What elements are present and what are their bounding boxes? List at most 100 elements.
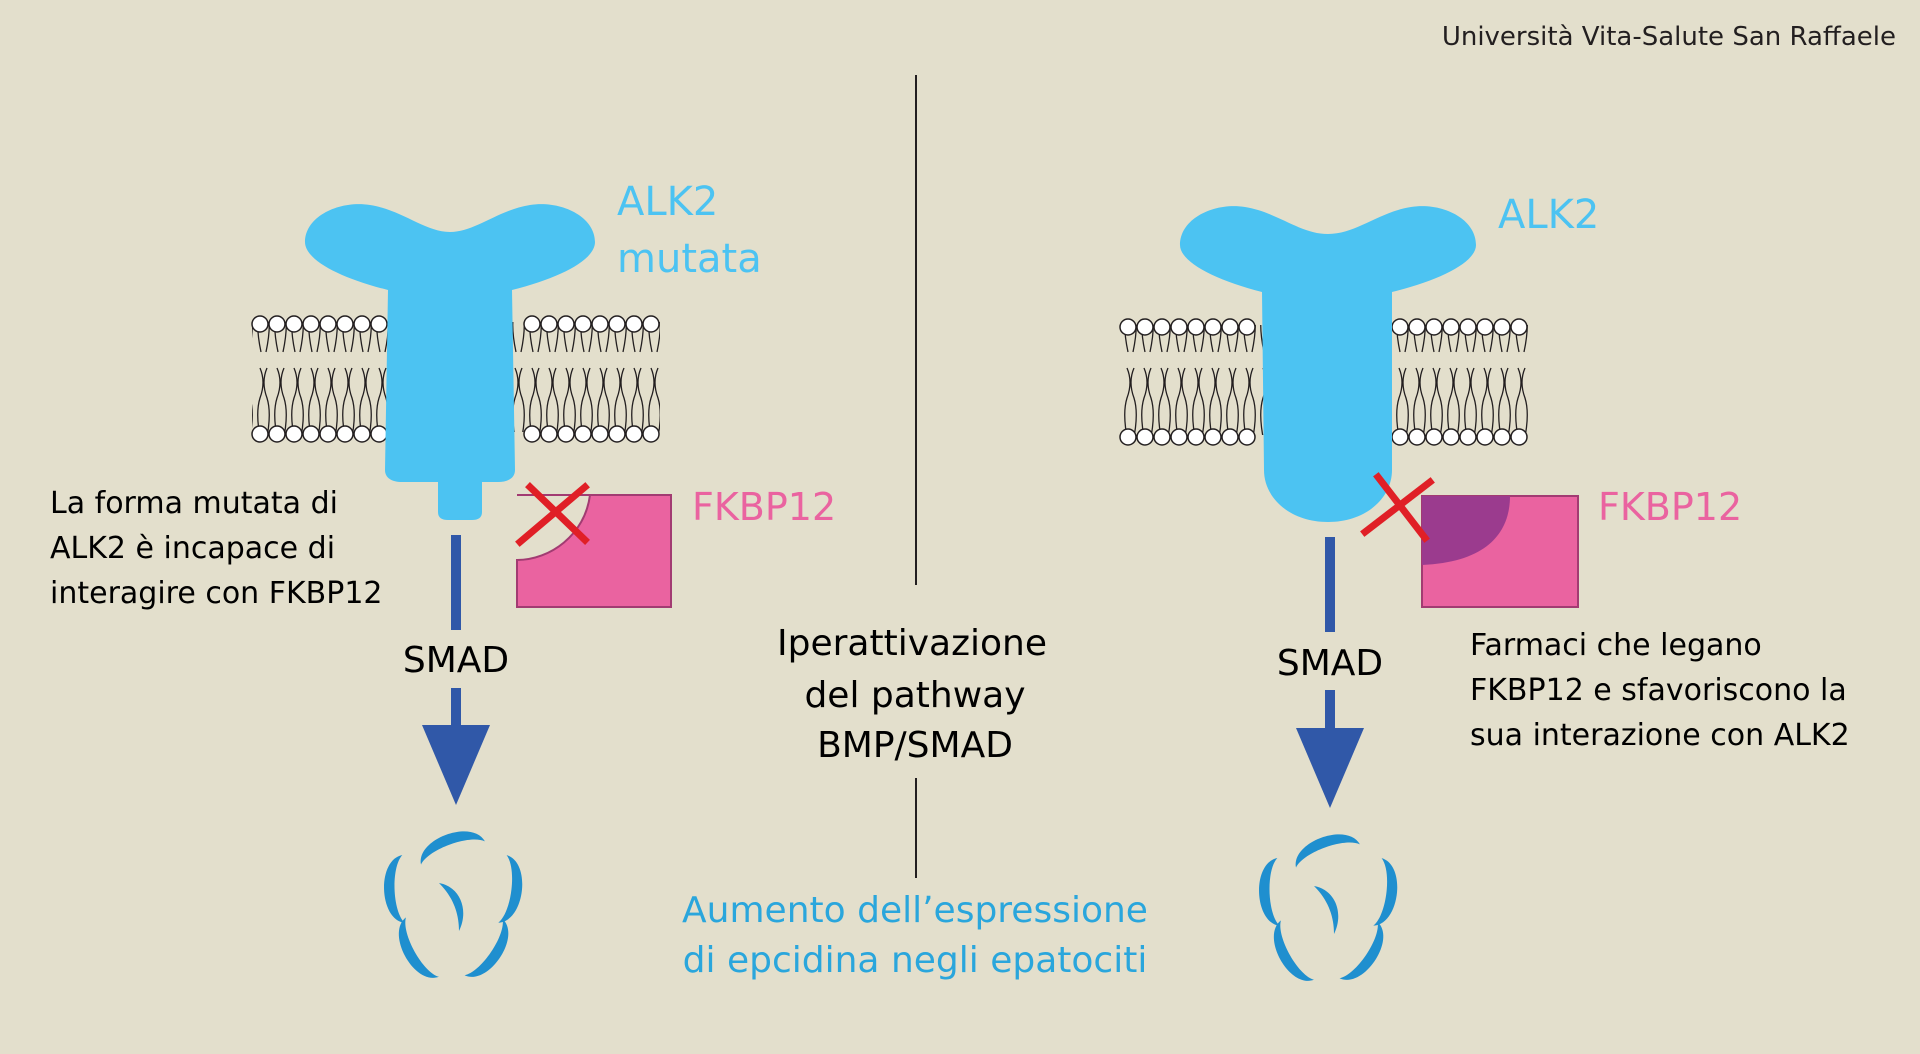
right-drug-icon: [1422, 496, 1510, 565]
lipid-head: [1153, 428, 1171, 446]
lipid-head: [1442, 318, 1460, 336]
lipid-head: [1425, 428, 1443, 446]
smad-protein: [439, 883, 464, 931]
lipid-head: [523, 425, 541, 443]
lipid-head: [251, 315, 269, 333]
smad-protein: [498, 855, 523, 923]
lipid-head: [1391, 428, 1409, 446]
smad-protein: [1259, 857, 1280, 926]
lipid-head: [1510, 318, 1528, 336]
lipid-head: [1136, 428, 1154, 446]
lipid-head: [1459, 428, 1477, 446]
smad-protein: [384, 854, 405, 923]
lipid-head: [370, 425, 388, 443]
lipid-head: [370, 315, 388, 333]
right-note-line3: sua interazione con ALK2: [1470, 718, 1850, 753]
lipid-head: [625, 425, 643, 443]
left-smad-label: SMAD: [403, 640, 509, 681]
right-down-arrow-icon: [1296, 728, 1364, 808]
left-receptor-label-line2: mutata: [617, 236, 762, 282]
lipid-head: [1442, 428, 1460, 446]
lipid-head: [285, 315, 303, 333]
left-receptor-icon: [305, 204, 595, 520]
lipid-head: [523, 315, 541, 333]
left-smad-cluster-icon: [384, 831, 523, 978]
lipid-head: [1510, 428, 1528, 446]
pathway-line3: BMP/SMAD: [817, 725, 1013, 766]
lipid-head: [1476, 428, 1494, 446]
smad-protein: [1314, 886, 1339, 934]
lipid-head: [1408, 428, 1426, 446]
smad-protein: [421, 831, 485, 865]
lipid-head: [591, 425, 609, 443]
lipid-head: [268, 425, 286, 443]
credit-text: Università Vita-Salute San Raffaele: [1441, 22, 1896, 52]
right-block-x-icon: [1360, 472, 1435, 543]
lipid-head: [336, 425, 354, 443]
lipid-head: [268, 315, 286, 333]
lipid-head: [1204, 428, 1222, 446]
lipid-head: [1493, 318, 1511, 336]
lipid-head: [608, 315, 626, 333]
smad-protein: [1373, 858, 1398, 926]
lipid-head: [540, 425, 558, 443]
lipid-head: [1221, 428, 1239, 446]
smad-protein: [464, 918, 509, 977]
left-note-line3: interagire con FKBP12: [50, 576, 383, 611]
lipid-head: [1408, 318, 1426, 336]
lipid-head: [302, 315, 320, 333]
lipid-head: [1493, 428, 1511, 446]
lipid-head: [574, 425, 592, 443]
lipid-head: [1187, 428, 1205, 446]
right-receptor-label: ALK2: [1498, 192, 1599, 238]
lipid-head: [1187, 318, 1205, 336]
right-receptor-icon: [1180, 206, 1476, 522]
lipid-head: [1238, 428, 1256, 446]
right-note-line1: Farmaci che legano: [1470, 628, 1762, 663]
lipid-head: [319, 425, 337, 443]
left-fkbp12-icon: [516, 494, 672, 608]
lipid-head: [353, 425, 371, 443]
lipid-head: [1136, 318, 1154, 336]
lipid-head: [1119, 318, 1137, 336]
lipid-head: [353, 315, 371, 333]
lipid-head: [1221, 318, 1239, 336]
lipid-head: [608, 425, 626, 443]
right-smad-cluster-icon: [1259, 834, 1398, 981]
right-fkbp12-label: FKBP12: [1598, 485, 1742, 529]
pathway-line2: del pathway: [804, 675, 1025, 716]
lipid-head: [1391, 318, 1409, 336]
left-block-x-icon: [515, 482, 590, 547]
smad-protein: [1296, 834, 1360, 868]
lipid-head: [251, 425, 269, 443]
pathway-line1: Iperattivazione: [777, 623, 1047, 664]
lipid-head: [1476, 318, 1494, 336]
left-fkbp12-label: FKBP12: [692, 485, 836, 529]
lipid-head: [319, 315, 337, 333]
lipid-head: [642, 315, 660, 333]
lipid-head: [591, 315, 609, 333]
lipid-head: [336, 315, 354, 333]
lipid-head: [1238, 318, 1256, 336]
smad-protein: [398, 917, 439, 978]
lipid-head: [557, 315, 575, 333]
lipid-head: [285, 425, 303, 443]
lipid-head: [642, 425, 660, 443]
right-note-line2: FKBP12 e sfavoriscono la: [1470, 673, 1847, 708]
outcome-line1: Aumento dell’espressione: [682, 890, 1148, 931]
lipid-head: [1170, 318, 1188, 336]
outcome-line2: di epcidina negli epatociti: [683, 940, 1148, 981]
lipid-head: [557, 425, 575, 443]
left-note-line1: La forma mutata di: [50, 486, 338, 521]
smad-protein: [1339, 921, 1384, 980]
lipid-head: [1119, 428, 1137, 446]
left-receptor-label-line1: ALK2: [617, 179, 718, 225]
lipid-head: [574, 315, 592, 333]
lipid-head: [540, 315, 558, 333]
right-smad-label: SMAD: [1277, 643, 1383, 684]
lipid-head: [1425, 318, 1443, 336]
smad-protein: [1273, 920, 1314, 981]
lipid-head: [625, 315, 643, 333]
